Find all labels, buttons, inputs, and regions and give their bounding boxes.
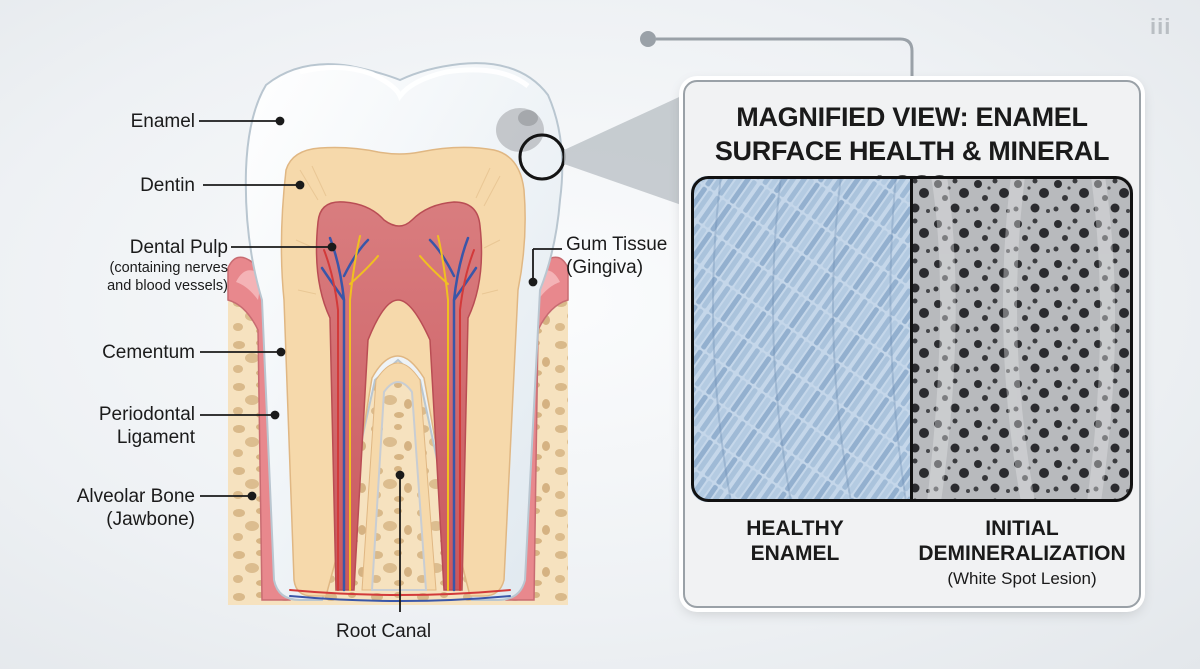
healthy-enamel-micrograph bbox=[691, 176, 911, 502]
label-gum-1: Gum Tissue bbox=[566, 234, 668, 255]
label-pulp-sub-2: and blood vessels) bbox=[107, 278, 228, 294]
label-dentin: Dentin bbox=[140, 174, 195, 197]
label-ligament-2: Ligament bbox=[116, 427, 195, 448]
connector-line bbox=[656, 37, 914, 78]
label-dentin-text: Dentin bbox=[140, 175, 195, 196]
label-dental-pulp: Dental Pulp (containing nerves and blood… bbox=[107, 236, 228, 295]
label-bone-1: Alveolar Bone bbox=[76, 486, 195, 507]
label-root-canal: Root Canal bbox=[336, 620, 431, 643]
dental-pulp bbox=[315, 201, 483, 591]
label-cementum-text: Cementum bbox=[102, 342, 195, 363]
label-ligament-1: Periodontal bbox=[98, 404, 195, 425]
label-cementum: Cementum bbox=[102, 341, 195, 364]
caption-demin-2: DEMINERALIZATION bbox=[918, 542, 1126, 565]
connector-dot bbox=[640, 31, 656, 47]
micrograph-comparison bbox=[691, 176, 1133, 502]
label-gum-tissue: Gum Tissue (Gingiva) bbox=[566, 233, 667, 279]
panel-title-line-1: MAGNIFIED VIEW: ENAMEL bbox=[736, 102, 1088, 132]
magnifier-beam bbox=[564, 92, 690, 208]
caption-healthy-2: ENAMEL bbox=[750, 542, 840, 565]
label-pulp-text: Dental Pulp bbox=[129, 237, 228, 258]
label-gum-2: (Gingiva) bbox=[566, 257, 644, 278]
label-pulp-sub-1: (containing nerves bbox=[109, 260, 229, 276]
caption-demin-1: INITIAL bbox=[985, 517, 1059, 540]
magnified-view-panel: MAGNIFIED VIEW: ENAMEL SURFACE HEALTH & … bbox=[683, 80, 1141, 608]
white-spot-lesion bbox=[496, 108, 544, 152]
label-root-canal-text: Root Canal bbox=[336, 621, 432, 642]
label-alveolar-bone: Alveolar Bone (Jawbone) bbox=[77, 485, 195, 531]
caption-demin-sub: (White Spot Lesion) bbox=[947, 569, 1097, 588]
label-periodontal-ligament: Periodontal Ligament bbox=[99, 403, 195, 449]
caption-healthy-enamel: HEALTHY ENAMEL bbox=[695, 516, 895, 566]
label-enamel: Enamel bbox=[131, 110, 195, 133]
label-leaders bbox=[199, 116, 562, 612]
watermark-logo: iii bbox=[1150, 14, 1172, 39]
label-bone-2: (Jawbone) bbox=[106, 509, 195, 530]
caption-healthy-1: HEALTHY bbox=[746, 517, 844, 540]
label-enamel-text: Enamel bbox=[130, 111, 195, 132]
caption-demineralization: INITIAL DEMINERALIZATION (White Spot Les… bbox=[907, 516, 1137, 591]
demineralized-enamel-micrograph bbox=[913, 176, 1133, 502]
